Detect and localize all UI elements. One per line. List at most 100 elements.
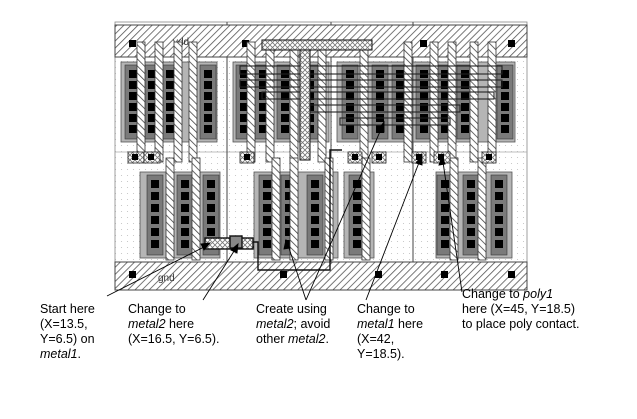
contact — [467, 216, 475, 224]
contact — [166, 103, 174, 111]
callout-text: Change to — [357, 302, 415, 316]
contact — [311, 180, 319, 188]
callout-text: (X=13.5, — [40, 317, 88, 331]
contact — [263, 240, 271, 248]
contact — [501, 103, 509, 111]
contact — [240, 114, 248, 122]
contact — [204, 92, 212, 100]
callout-line: (X=42, — [357, 332, 423, 347]
layer-name: metal2 — [287, 332, 326, 346]
drawn-route — [204, 149, 342, 271]
contact — [461, 103, 469, 111]
contact — [495, 240, 503, 248]
contact — [396, 125, 404, 133]
gnd-label: gnd — [158, 273, 175, 284]
contact — [461, 125, 469, 133]
layer-name: metal2 — [256, 317, 294, 331]
contact — [263, 204, 271, 212]
contact — [151, 204, 159, 212]
callout-line: Y=6.5) on — [40, 332, 95, 347]
contact — [207, 228, 215, 236]
contact — [281, 92, 289, 100]
contact — [461, 114, 469, 122]
contact — [396, 92, 404, 100]
contact — [495, 228, 503, 236]
contact — [148, 92, 156, 100]
contact — [376, 92, 384, 100]
callout-text: Change to — [462, 287, 524, 301]
contact — [259, 125, 267, 133]
contact — [420, 81, 428, 89]
contact — [467, 228, 475, 236]
contact — [420, 125, 428, 133]
contact — [263, 216, 271, 224]
contact — [346, 103, 354, 111]
leader-lines — [106, 120, 463, 301]
contact — [166, 70, 174, 78]
contact — [376, 103, 384, 111]
contact — [420, 103, 428, 111]
contact — [148, 81, 156, 89]
contact — [207, 180, 215, 188]
contact — [346, 92, 354, 100]
contact — [181, 240, 189, 248]
contact — [151, 240, 159, 248]
callout-line: Y=18.5). — [357, 347, 423, 362]
callout-line: here (X=45, Y=18.5) — [462, 302, 579, 317]
callout-text: . — [77, 347, 82, 361]
contact — [311, 204, 319, 212]
callout-text: . — [325, 332, 329, 346]
contact — [495, 204, 503, 212]
contact — [259, 81, 267, 89]
contact — [495, 180, 503, 188]
contact — [181, 192, 189, 200]
contact — [148, 114, 156, 122]
contact — [495, 216, 503, 224]
contact — [467, 240, 475, 248]
contact — [240, 81, 248, 89]
contact — [376, 81, 384, 89]
contact — [281, 114, 289, 122]
contact — [181, 228, 189, 236]
contact — [151, 192, 159, 200]
contact — [285, 180, 293, 188]
callout-line: Start here — [40, 302, 95, 317]
callout-text: Create using — [256, 302, 327, 316]
contact — [285, 192, 293, 200]
callout-line: Change to — [357, 302, 423, 317]
contact — [151, 228, 159, 236]
contact — [495, 192, 503, 200]
callout-line: metal1. — [40, 347, 95, 362]
callout-line: (X=13.5, — [40, 317, 95, 332]
layer-name: metal1 — [357, 317, 395, 331]
contact — [204, 103, 212, 111]
callout-line: Create using — [256, 302, 330, 317]
callout-text: here (X=45, Y=18.5) — [462, 302, 576, 316]
layer-name: metal1 — [40, 347, 78, 361]
contact — [353, 192, 361, 200]
contact — [285, 228, 293, 236]
contact — [129, 125, 137, 133]
contact — [501, 70, 509, 78]
callout-text: (X=42, — [357, 332, 395, 346]
contact — [501, 81, 509, 89]
contact — [240, 92, 248, 100]
contact — [441, 240, 449, 248]
contact — [346, 125, 354, 133]
contact — [467, 192, 475, 200]
callout-text: (X=16.5, Y=6.5). — [128, 332, 220, 346]
contact — [353, 240, 361, 248]
contact — [151, 180, 159, 188]
contact — [346, 81, 354, 89]
contact — [281, 103, 289, 111]
contact — [501, 92, 509, 100]
contact — [240, 125, 248, 133]
contact — [181, 180, 189, 188]
contact — [501, 125, 509, 133]
callout-text: to place poly contact. — [462, 317, 580, 331]
contact — [311, 240, 319, 248]
contact — [181, 216, 189, 224]
contact — [441, 216, 449, 224]
